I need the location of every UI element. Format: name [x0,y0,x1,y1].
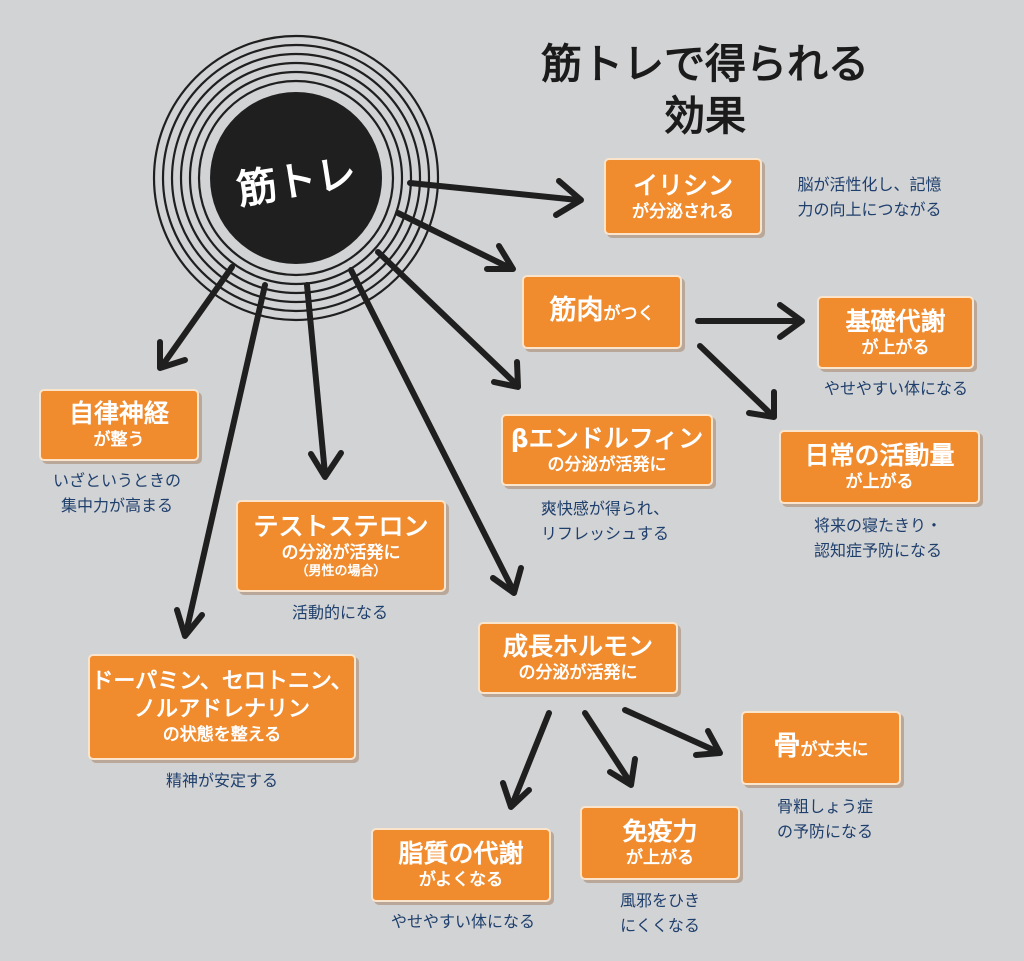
note-dopamine: 精神が安定する [122,768,322,793]
effect-irisin-title: イリシン [632,170,733,200]
effect-testosterone-title: テストステロン [253,512,429,541]
hub-circle: 筋トレ [210,92,382,264]
arrow-to-growth-hormone [348,267,524,596]
note-immunity-line-1: 風邪をひき [619,891,700,910]
title-line-1: 筋トレで得られる [541,40,869,88]
arrow-to-bmr [695,302,805,340]
effect-endorphin-title: βエンドルフィン [510,424,704,453]
effect-growth-hormone-subtitle: の分泌が活発に [518,663,638,683]
note-testosterone-line-1: 活動的になる [291,603,388,622]
effect-testosterone-condition: （男性の場合） [295,564,387,579]
effect-muscle-suffix: がつく [603,303,655,324]
effect-dopamine-subtitle: の状態を整える [162,725,282,745]
note-bone-line-2: の予防になる [776,822,873,841]
note-immunity-line-2: にくくなる [620,916,700,935]
effect-box-bmr: 基礎代謝 が上がる [817,296,974,369]
note-irisin-line-2: 力の向上につながる [797,200,942,219]
note-endorphin-line-1: 爽快感が得られ、 [540,499,670,518]
effect-box-endorphin: βエンドルフィン の分泌が活発に [501,414,713,486]
note-fat-line-1: やせやすい体になる [390,912,535,931]
note-bone-line-1: 骨粗しょう症 [776,797,873,816]
effect-dopamine-title: ドーパミン、セロトニン、 [91,669,353,694]
arrow-to-immunity [582,710,638,788]
effect-irisin-subtitle: が分泌される [632,201,734,222]
note-activity-line-1: 将来の寝たきり・ [813,516,942,535]
diagram-title: 筋トレで得られる 効果 [520,38,890,142]
note-activity: 将来の寝たきり・ 認知症予防になる [768,513,988,563]
note-endorphin: 爽快感が得られ、 リフレッシュする [500,496,710,546]
effect-dopamine-title-2: ノルアドレナリン [133,697,310,722]
effect-autonomic-subtitle: が整う [93,430,145,450]
arrow-to-autonomic [157,264,235,371]
effect-activity-title: 日常の活動量 [804,441,955,470]
note-immunity: 風邪をひき にくくなる [585,888,735,938]
effect-box-bone: 骨が丈夫に [741,711,901,785]
note-testosterone: 活動的になる [240,600,440,625]
note-bone: 骨粗しょう症 の予防になる [740,794,910,844]
arrow-to-endorphin [375,249,521,390]
note-activity-line-2: 認知症予防になる [813,541,942,560]
note-irisin-line-1: 脳が活性化し、記憶 [797,175,942,194]
title-line-2: 効果 [664,92,746,140]
arrow-to-fat [500,710,552,810]
effect-bmr-title: 基礎代謝 [845,306,946,336]
effect-box-fat: 脂質の代謝 がよくなる [371,828,551,902]
note-autonomic-line-2: 集中力が高まる [60,496,173,515]
note-autonomic-line-1: いざというときの [52,471,181,490]
arrow-to-bone [622,707,723,758]
effect-box-testosterone: テストステロン の分泌が活発に （男性の場合） [236,500,446,592]
effect-box-activity: 日常の活動量 が上がる [779,430,980,504]
effect-bone-suffix: が丈夫に [800,739,869,760]
note-dopamine-line-1: 精神が安定する [165,771,278,790]
hub-rings [152,34,440,322]
arrow-to-irisin [407,178,584,218]
effect-muscle-main: 筋肉 [549,294,604,326]
effect-box-autonomic: 自律神経 が整う [39,389,199,461]
effect-box-growth-hormone: 成長ホルモン の分泌が活発に [478,622,678,694]
effect-bmr-subtitle: が上がる [861,337,930,358]
note-endorphin-line-2: リフレッシュする [540,524,669,543]
arrow-to-dopamine [174,282,268,639]
arrow-to-activity [697,343,777,420]
effect-immunity-subtitle: が上がる [626,848,694,868]
effect-box-muscle: 筋肉がつく [522,275,682,349]
effect-bone-title: 骨が丈夫に [773,730,869,765]
effect-fat-title: 脂質の代謝 [398,839,524,868]
note-irisin: 脳が活性化し、記憶 力の向上につながる [772,172,967,222]
note-bmr: やせやすい体になる [800,376,992,401]
effect-growth-hormone-title: 成長ホルモン [502,632,653,661]
effect-fat-subtitle: がよくなる [418,870,504,890]
arrow-to-testosterone [304,282,344,480]
effect-bone-main: 骨 [773,730,801,762]
effect-testosterone-subtitle: の分泌が活発に [281,543,401,563]
note-autonomic: いざというときの 集中力が高まる [27,468,207,518]
effect-muscle-title: 筋肉がつく [549,294,655,329]
effect-box-immunity: 免疫力 が上がる [580,806,740,880]
effect-autonomic-title: 自律神経 [68,399,169,428]
arrow-to-muscle [395,210,516,272]
effect-immunity-title: 免疫力 [622,817,698,846]
effect-box-dopamine: ドーパミン、セロトニン、 ノルアドレナリン の状態を整える [88,654,356,760]
note-bmr-line-1: やせやすい体になる [823,379,968,398]
effect-box-irisin: イリシン が分泌される [604,158,762,235]
hub-label: 筋トレ [233,149,360,215]
effect-endorphin-subtitle: の分泌が活発に [547,455,667,475]
note-fat: やせやすい体になる [358,909,568,934]
effect-activity-subtitle: が上がる [845,472,914,492]
